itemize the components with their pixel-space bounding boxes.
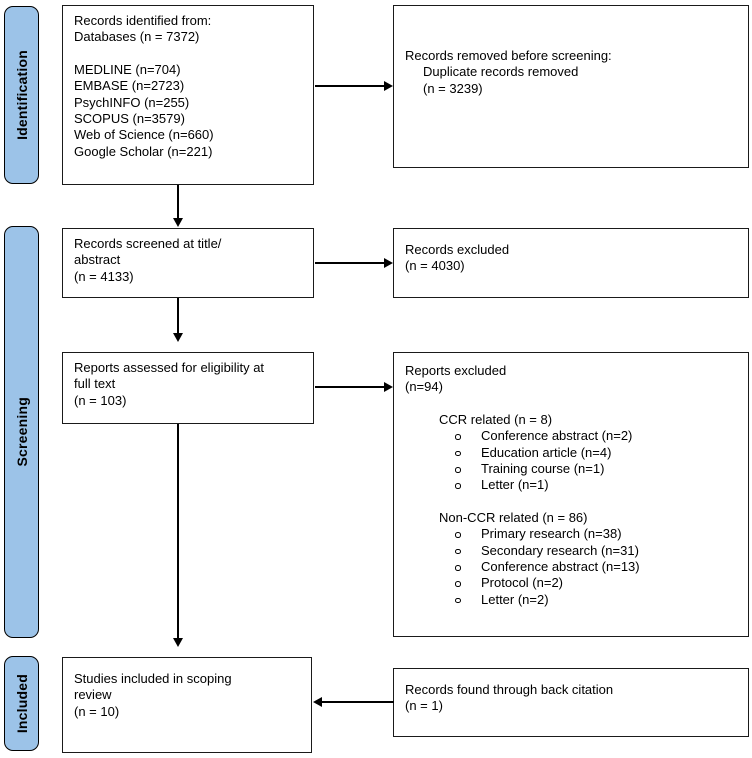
spacer bbox=[74, 46, 304, 62]
source-psychinfo: PsychINFO (n=255) bbox=[74, 94, 190, 110]
arrowhead-eligibility-to-reports-excluded bbox=[384, 381, 393, 392]
circle-bullet-icon bbox=[455, 532, 461, 538]
records-screened-line2: abstract bbox=[74, 252, 121, 268]
eligibility-line1: Reports assessed for eligibility at bbox=[74, 360, 265, 375]
stage-label-included: Included bbox=[13, 673, 30, 734]
circle-bullet-icon bbox=[455, 483, 461, 489]
eligibility-count: (n = 103) bbox=[74, 392, 127, 408]
records-excluded-line1: Records excluded bbox=[405, 242, 510, 257]
box-reports-assessed: Reports assessed for eligibility at full… bbox=[62, 352, 314, 424]
list-item-label: Primary research (n=38) bbox=[481, 526, 622, 542]
connector-screened-to-excluded bbox=[315, 262, 385, 264]
source-medline: MEDLINE (n=704) bbox=[74, 61, 181, 77]
studies-included-line2: review bbox=[74, 687, 112, 703]
connector-identified-to-removed bbox=[315, 85, 385, 87]
studies-included-line1: Studies included in scoping bbox=[74, 671, 232, 686]
box-records-removed: Records removed before screening: Duplic… bbox=[393, 5, 749, 168]
source-embase: EMBASE (n=2723) bbox=[74, 78, 185, 94]
stage-label-screening: Screening bbox=[13, 397, 30, 467]
arrowhead-back-citation-to-included bbox=[313, 696, 322, 707]
source-web-of-science: Web of Science (n=660) bbox=[74, 127, 214, 143]
list-item: Education article (n=4) bbox=[405, 445, 739, 461]
eligibility-line2: full text bbox=[74, 376, 116, 392]
connector-identified-to-screened bbox=[177, 185, 179, 219]
connector-eligibility-to-included bbox=[177, 424, 179, 639]
list-item-label: Conference abstract (n=2) bbox=[481, 428, 633, 444]
list-item: Conference abstract (n=13) bbox=[405, 559, 739, 575]
arrowhead-screened-to-eligibility bbox=[172, 333, 183, 342]
stage-label-identification: Identification bbox=[13, 50, 30, 140]
list-item-label: Training course (n=1) bbox=[481, 461, 605, 477]
circle-bullet-icon bbox=[455, 450, 461, 457]
list-item: Secondary research (n=31) bbox=[405, 543, 739, 559]
ccr-related-heading: CCR related (n = 8) bbox=[439, 411, 553, 427]
list-item: Conference abstract (n=2) bbox=[405, 428, 739, 444]
records-excluded-count: (n = 4030) bbox=[405, 258, 465, 274]
list-item-label: Letter (n=1) bbox=[481, 477, 549, 493]
spacer bbox=[405, 494, 739, 510]
list-item: Letter (n=2) bbox=[405, 592, 739, 608]
records-removed-count: (n = 3239) bbox=[423, 80, 483, 96]
box-reports-excluded: Reports excluded (n=94) CCR related (n =… bbox=[393, 352, 749, 637]
box-records-excluded: Records excluded (n = 4030) bbox=[393, 228, 749, 298]
circle-bullet-icon bbox=[455, 467, 461, 473]
circle-bullet-icon bbox=[455, 548, 461, 555]
records-identified-line1: Records identified from: bbox=[74, 13, 212, 28]
stage-bar-included: Included bbox=[4, 656, 39, 751]
list-item: Letter (n=1) bbox=[405, 477, 739, 493]
records-screened-line1: Records screened at title/ bbox=[74, 236, 222, 251]
circle-bullet-icon bbox=[455, 434, 461, 440]
ccr-related-list: Conference abstract (n=2) Education arti… bbox=[405, 428, 739, 494]
box-studies-included: Studies included in scoping review (n = … bbox=[62, 657, 312, 753]
back-citation-line1: Records found through back citation bbox=[405, 682, 614, 697]
list-item: Protocol (n=2) bbox=[405, 575, 739, 591]
list-item-label: Protocol (n=2) bbox=[481, 575, 564, 591]
arrowhead-identified-to-screened bbox=[172, 218, 183, 227]
list-item: Training course (n=1) bbox=[405, 461, 739, 477]
connector-eligibility-to-reports-excluded bbox=[315, 386, 385, 388]
stage-bar-screening: Screening bbox=[4, 226, 39, 638]
source-google-scholar: Google Scholar (n=221) bbox=[74, 143, 213, 159]
list-item-label: Conference abstract (n=13) bbox=[481, 559, 640, 575]
list-item-label: Education article (n=4) bbox=[481, 444, 612, 460]
records-removed-line2: Duplicate records removed bbox=[423, 64, 579, 80]
records-removed-line1: Records removed before screening: bbox=[405, 48, 612, 63]
box-back-citation: Records found through back citation (n =… bbox=[393, 668, 749, 737]
circle-bullet-icon bbox=[455, 597, 461, 604]
non-ccr-related-list: Primary research (n=38) Secondary resear… bbox=[405, 526, 739, 608]
box-records-screened: Records screened at title/ abstract (n =… bbox=[62, 228, 314, 298]
reports-excluded-count: (n=94) bbox=[405, 379, 443, 395]
records-identified-line2: Databases (n = 7372) bbox=[74, 29, 200, 45]
records-screened-count: (n = 4133) bbox=[74, 268, 134, 284]
studies-included-count: (n = 10) bbox=[74, 703, 120, 719]
circle-bullet-icon bbox=[455, 565, 461, 571]
connector-back-citation-to-included bbox=[322, 701, 394, 703]
arrowhead-identified-to-removed bbox=[384, 80, 393, 91]
back-citation-count: (n = 1) bbox=[405, 698, 443, 714]
box-records-identified: Records identified from: Databases (n = … bbox=[62, 5, 314, 185]
list-item-label: Secondary research (n=31) bbox=[481, 542, 639, 558]
stage-bar-identification: Identification bbox=[4, 6, 39, 184]
reports-excluded-line1: Reports excluded bbox=[405, 363, 507, 378]
list-item-label: Letter (n=2) bbox=[481, 591, 549, 607]
source-scopus: SCOPUS (n=3579) bbox=[74, 111, 185, 127]
circle-bullet-icon bbox=[455, 581, 461, 587]
arrowhead-screened-to-excluded bbox=[384, 257, 393, 268]
spacer bbox=[405, 396, 739, 412]
arrowhead-eligibility-to-included bbox=[172, 638, 183, 647]
non-ccr-related-heading: Non-CCR related (n = 86) bbox=[439, 509, 588, 525]
list-item: Primary research (n=38) bbox=[405, 526, 739, 542]
connector-screened-to-eligibility bbox=[177, 298, 179, 334]
